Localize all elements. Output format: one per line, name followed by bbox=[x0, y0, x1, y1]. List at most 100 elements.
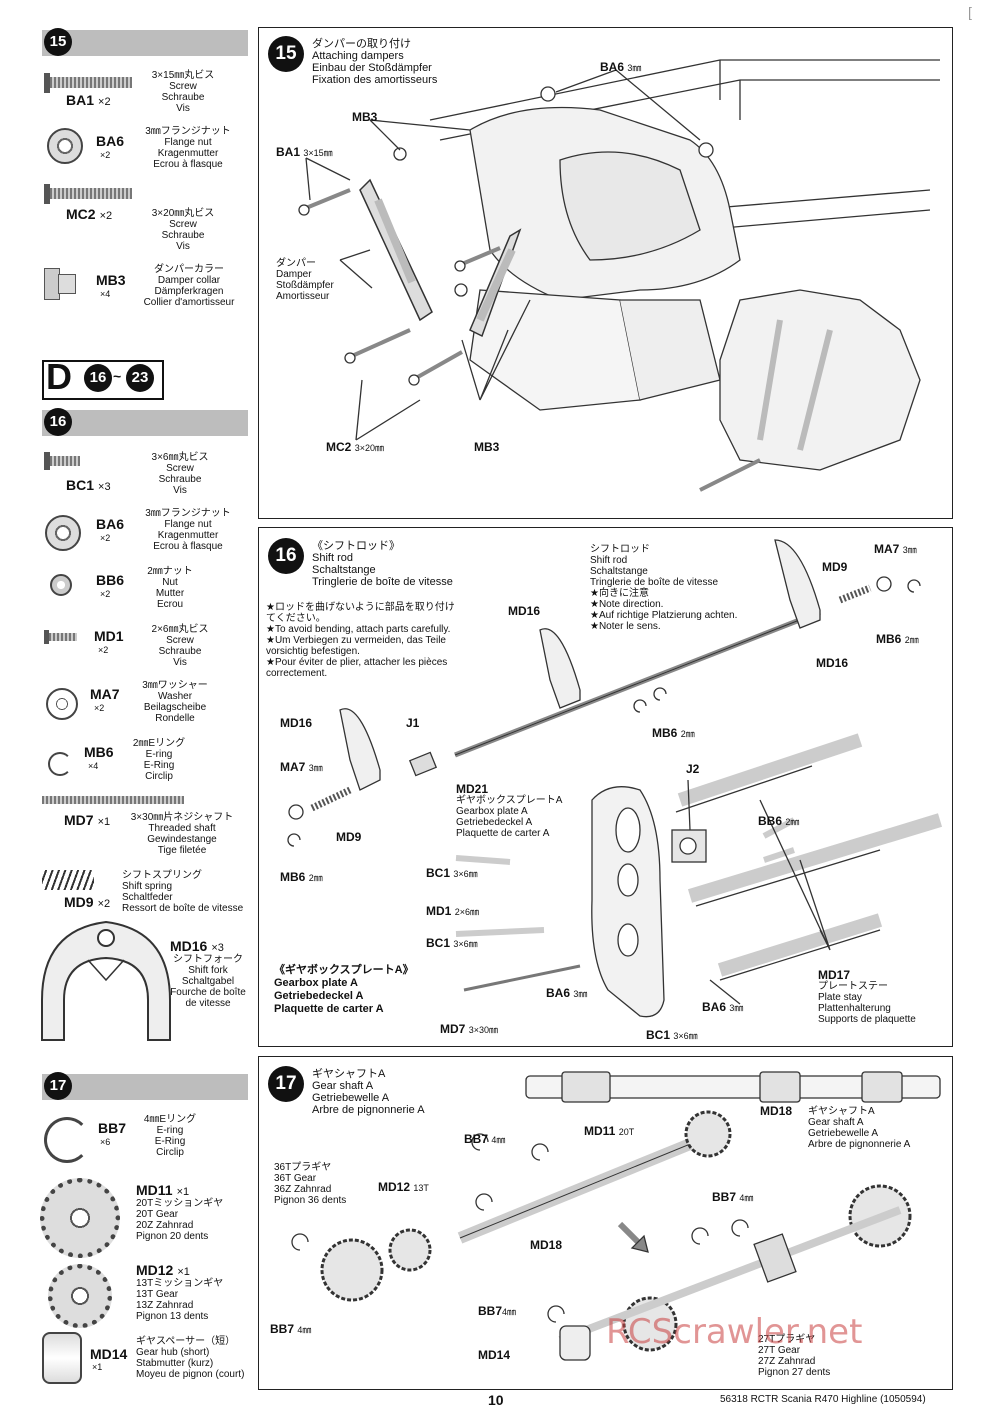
label-md14: MD14 bbox=[478, 1348, 511, 1362]
panel17-number: 17 bbox=[268, 1066, 304, 1102]
part-qty: ×2 bbox=[100, 589, 111, 599]
label-bb7-top: BB7 4㎜ bbox=[464, 1132, 506, 1146]
part-code: MD16×3 bbox=[170, 938, 224, 954]
label-ma7-right: MA7 3㎜ bbox=[874, 542, 917, 556]
panel-step16 bbox=[258, 527, 953, 1047]
e-ring-icon bbox=[44, 1117, 90, 1163]
flange-nut-icon bbox=[45, 515, 81, 551]
label-md18: MD18 bbox=[530, 1238, 563, 1252]
part-qty: ×4 bbox=[100, 289, 111, 299]
step17-header-bar bbox=[42, 1074, 248, 1100]
part-qty: ×1 bbox=[92, 1362, 103, 1372]
gear-13t-icon bbox=[48, 1264, 112, 1328]
label-mb6-right: MB6 2㎜ bbox=[876, 632, 919, 646]
panel16-number: 16 bbox=[268, 538, 304, 574]
label-j1: J1 bbox=[406, 716, 420, 730]
screw-icon bbox=[50, 188, 132, 199]
part-code: BB6 bbox=[96, 572, 125, 588]
flange-nut-icon bbox=[47, 128, 83, 164]
threaded-shaft-icon bbox=[42, 796, 184, 804]
screw-icon bbox=[49, 633, 77, 641]
bag-range-sep: ~ bbox=[113, 368, 122, 384]
part-code: BB7 bbox=[98, 1120, 127, 1136]
part-qty: ×2 bbox=[98, 645, 109, 655]
label-bc1-bottom: BC1 3×6㎜ bbox=[646, 1028, 698, 1042]
part-code: BA6 bbox=[96, 133, 125, 149]
label-bb7-mid: BB74㎜ bbox=[478, 1304, 517, 1318]
part-qty: ×2 bbox=[100, 533, 111, 543]
part-code: MD7×1 bbox=[64, 812, 111, 828]
label-md9-left: MD9 bbox=[336, 830, 362, 844]
label-md16-right: MD16 bbox=[816, 656, 849, 670]
step16-header-bar bbox=[42, 410, 248, 436]
bag-section-box bbox=[42, 360, 164, 400]
part-qty: ×4 bbox=[88, 761, 99, 771]
document-reference: 56318 RCTR Scania R470 Highline (1050594… bbox=[720, 1394, 926, 1405]
md18-shaft-label: MD18 bbox=[760, 1104, 793, 1118]
label-ba6-left: BA6 3㎜ bbox=[546, 986, 588, 1000]
part-code: MD14 bbox=[90, 1346, 128, 1362]
part-code: MD11×1 bbox=[136, 1182, 190, 1198]
label-bb7-left: BB7 4㎜ bbox=[270, 1322, 312, 1336]
spring-icon bbox=[42, 870, 94, 890]
label-mb6-mid: MB6 2㎜ bbox=[652, 726, 695, 740]
panel-step15 bbox=[258, 27, 953, 519]
label-md12: MD12 13T bbox=[378, 1180, 429, 1194]
label-md11: MD11 20T bbox=[584, 1124, 635, 1138]
part-code: MD1 bbox=[94, 628, 124, 644]
part-code: MC2×2 bbox=[66, 206, 113, 222]
part-code: BA1×2 bbox=[66, 92, 111, 108]
step16-number: 16 bbox=[44, 408, 72, 436]
panel-step17 bbox=[258, 1056, 953, 1390]
label-md16-top: MD16 bbox=[508, 604, 541, 618]
part-desc: ギヤスペーサー（短）Gear hub (short)Stabmutter (ku… bbox=[136, 1336, 245, 1380]
label-bc1-mid: BC1 3×6㎜ bbox=[426, 936, 478, 950]
page-number: 10 bbox=[488, 1392, 504, 1408]
label-md1: MD1 2×6㎜ bbox=[426, 904, 479, 918]
part-code: MD12×1 bbox=[136, 1262, 190, 1278]
gear-20t-icon bbox=[40, 1178, 120, 1258]
label-mb3-top: MB3 bbox=[352, 110, 378, 124]
part-code: MB6 bbox=[84, 744, 114, 760]
screw-icon bbox=[50, 77, 132, 88]
nut-icon bbox=[50, 574, 72, 596]
bag-letter: D bbox=[46, 356, 72, 397]
screw-icon bbox=[50, 456, 80, 466]
label-ba6: BA6 3㎜ bbox=[600, 60, 642, 74]
step15-number: 15 bbox=[44, 28, 72, 56]
label-mb6-left: MB6 2㎜ bbox=[280, 870, 323, 884]
panel16-warning: ★ロッドを曲げないように部品を取り付けてください。★To avoid bendi… bbox=[266, 602, 455, 679]
label-bc1-top: BC1 3×6㎜ bbox=[426, 866, 478, 880]
part-code: MA7 bbox=[90, 686, 120, 702]
screw-icon bbox=[44, 452, 50, 470]
label-mb3-bottom: MB3 bbox=[474, 440, 500, 454]
label-ba6-right: BA6 3㎜ bbox=[702, 1000, 744, 1014]
part-qty: ×2 bbox=[94, 703, 105, 713]
